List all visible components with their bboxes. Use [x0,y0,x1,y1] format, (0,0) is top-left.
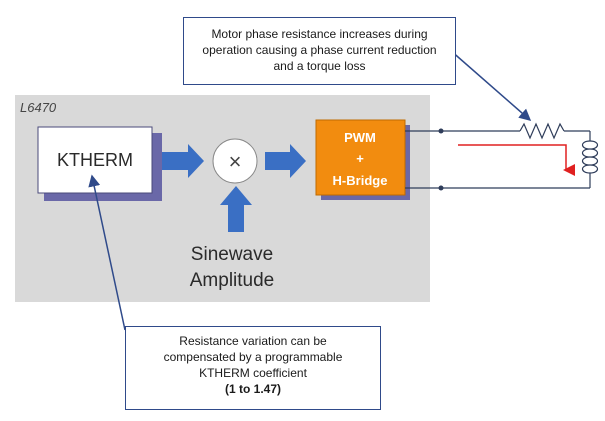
resistor-symbol [519,122,565,140]
callout-top-line-1: Motor phase resistance increases during [211,27,428,41]
callout-top-pointer [449,49,532,121]
pwm-line-1: PWM [344,130,376,145]
flow-arrow-1 [162,144,204,178]
multiplier-circle [212,138,258,184]
current-arrow [458,144,575,176]
callout-bottom-line-3: KTHERM coefficient [199,366,307,380]
callout-top: Motor phase resistance increases during … [183,17,456,85]
node-bottom [438,185,444,191]
sinewave-line-1: Sinewave [191,244,273,265]
callout-top-line-3: and a torque loss [273,59,366,73]
pwm-line-3: H-Bridge [333,173,388,188]
coil-symbol [581,140,599,174]
callout-bottom-line-2: compensated by a programmable [163,350,343,364]
pwm-line-2: + [356,151,364,166]
callout-top-line-2: operation causing a phase current reduct… [202,43,437,57]
callout-bottom-line-4: (1 to 1.47) [224,382,281,396]
callout-bottom-line-1: Resistance variation can be [179,334,327,348]
pwm-box [315,119,406,196]
flow-arrow-2 [265,144,306,178]
sinewave-line-2: Amplitude [190,270,275,291]
chip-label: L6470 [20,100,57,115]
node-top [438,128,444,134]
multiply-symbol: × [229,149,242,174]
callout-bottom: Resistance variation can be compensated … [125,326,381,410]
ktherm-label: KTHERM [57,150,133,170]
callout-bottom-pointer [88,174,126,331]
flow-arrow-up [220,186,252,232]
